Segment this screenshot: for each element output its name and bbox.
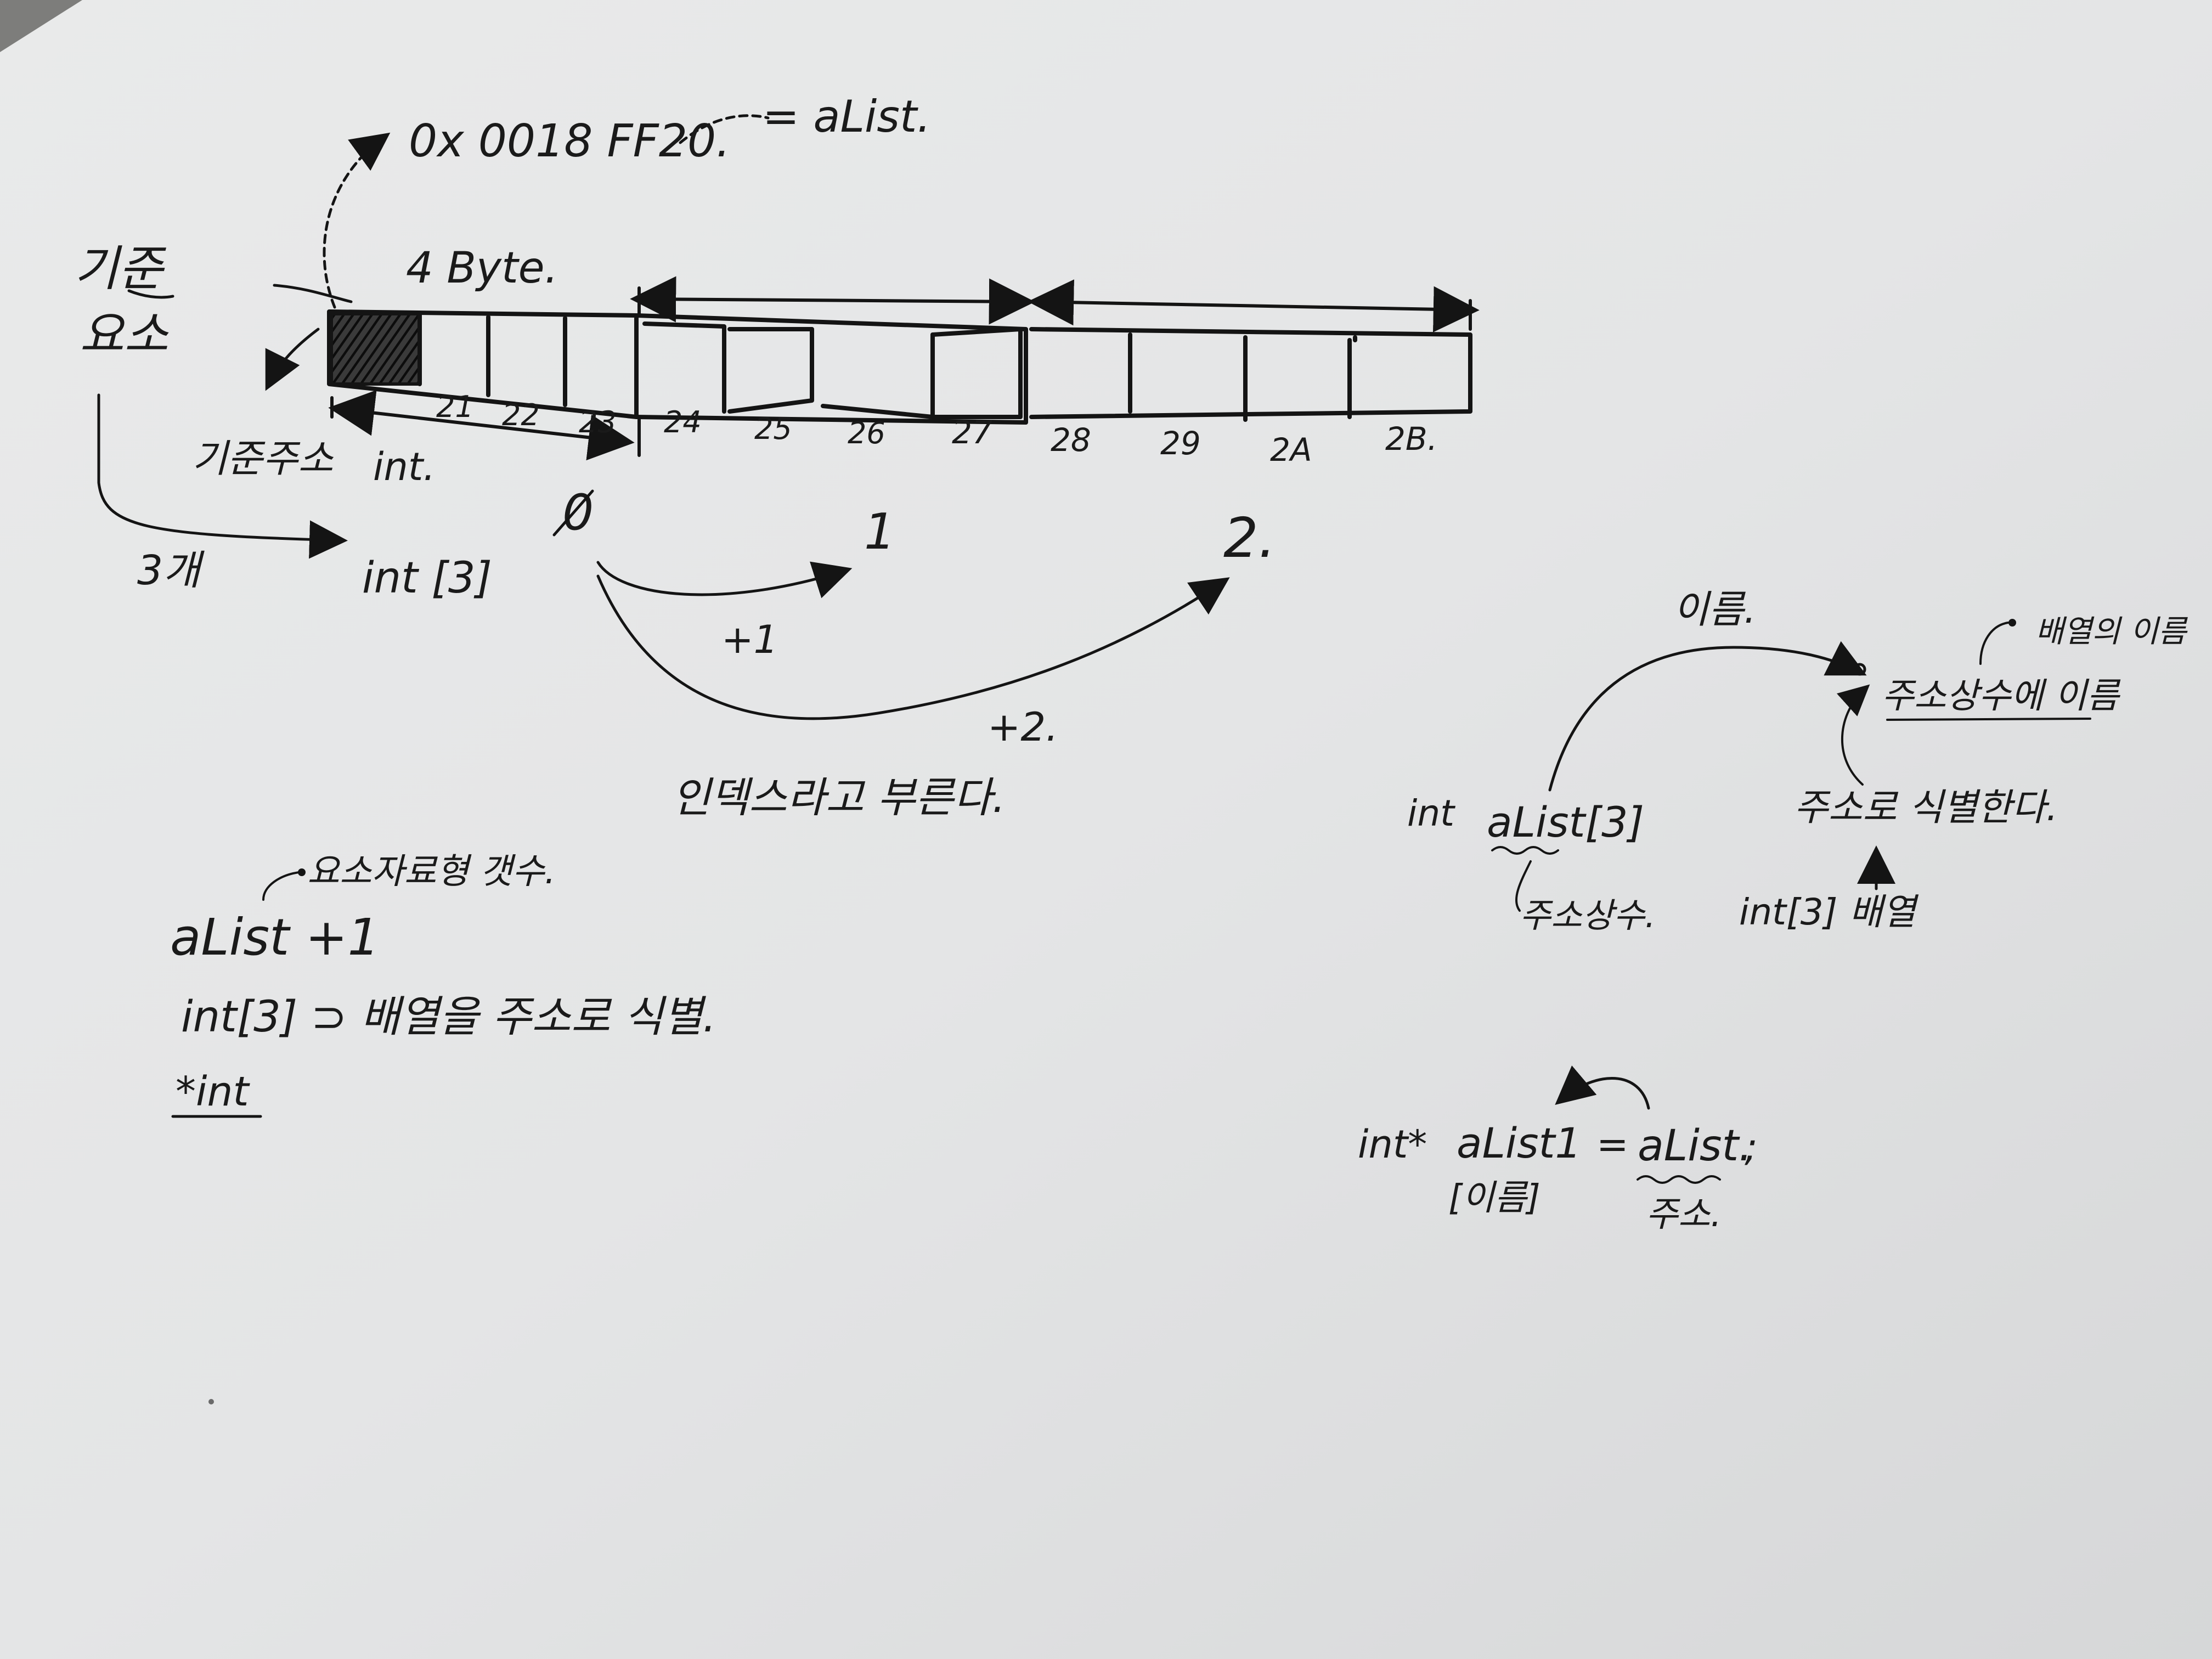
desk-corner (0, 0, 82, 52)
count-3-label: 3개 (137, 547, 205, 594)
address-pointer (265, 114, 770, 391)
addr-const-underline (1886, 718, 2091, 721)
plus2-label: +2. (988, 704, 1058, 750)
base-element-label-1: 기준 (74, 240, 166, 297)
address-text: 0x 0018 FF20. (409, 115, 730, 167)
star-int: *int (176, 1068, 250, 1115)
byte-label: 26 (848, 416, 885, 450)
byte-label: 27 (952, 414, 992, 451)
index-note: 인덱스라고 부른다. (672, 773, 1006, 822)
ptr-name: [이름] (1448, 1178, 1541, 1218)
base-cell-hatched (330, 312, 421, 386)
addr-const-arrow (1515, 860, 1532, 912)
plus2-arrow (596, 574, 1230, 720)
decl-alist-squiggle (1491, 846, 1559, 855)
identify-arrow (1836, 684, 1870, 786)
alist-plus1: aList +1 (170, 908, 380, 967)
ptr-decl-alist1: aList1 (1457, 1119, 1582, 1167)
byte-label: 28 (1051, 421, 1091, 459)
ptr-alist: aList. (1638, 1121, 1752, 1171)
paper-speck (208, 1399, 214, 1404)
identify-addr: 주소로 식별한다. (1794, 786, 2058, 830)
decl-int: int (1407, 792, 1455, 834)
base-address-label: 기준주소 (192, 436, 334, 481)
int-label: int. (373, 444, 436, 489)
byte-label: 2B. (1385, 420, 1437, 458)
ptr-alist-squiggle (1637, 1175, 1721, 1184)
dimension-arrows (328, 276, 1480, 461)
int3-array: int[3] 배열 (1739, 891, 1918, 933)
array-name-note: 배열의 이름 (2035, 614, 2188, 650)
elem-count-arrow (262, 871, 300, 901)
plus1-arrow (596, 561, 853, 599)
name-arrow (1548, 641, 1867, 792)
svg-text:0: 0 (562, 484, 594, 541)
array-name-arrow (1979, 622, 2009, 665)
int-array-label: int [3] (362, 554, 492, 603)
base-element-label-2: 요소 (80, 306, 169, 363)
decl-alist: aList[3] (1487, 798, 1644, 847)
index-1: 1 (864, 503, 895, 561)
addr-const: 주소상수. (1520, 895, 1656, 935)
count-arrow (97, 393, 348, 559)
name-label: 이름. (1673, 587, 1756, 632)
byte-labels: 21 22 23 24 25 26 27 28 29 2A 2B. (436, 390, 1437, 469)
ptr-addr: 주소. (1646, 1194, 1722, 1235)
byte-label: 24 (664, 405, 702, 439)
ptr-decl-int: int* (1358, 1122, 1427, 1167)
plus1-label: +1 (721, 617, 778, 662)
assign-arrow (1555, 1065, 1650, 1110)
byte-label: 25 (754, 411, 792, 446)
index-0: 0 (552, 484, 594, 541)
alist-label-top: = aList. (763, 91, 931, 142)
base-label-underline (127, 289, 174, 299)
four-byte-label: 4 Byte. (406, 244, 558, 293)
byte-label: 21 (436, 390, 474, 424)
byte-label: 29 (1160, 425, 1201, 462)
addr-const-name: 주소상수에 이름 (1882, 676, 2121, 716)
ptr-eq: = (1596, 1122, 1629, 1167)
byte-label: 23 (579, 405, 617, 439)
int3-note: int[3] ⊃ 배열을 주소로 식별. (181, 992, 716, 1042)
elem-count-note: 요소자료형 갯수. (307, 851, 556, 892)
byte-label: 22 (502, 398, 540, 432)
byte-label: 2A (1270, 431, 1312, 469)
ptr-semicolon: ; (1745, 1125, 1758, 1170)
index-2: 2. (1223, 506, 1276, 570)
